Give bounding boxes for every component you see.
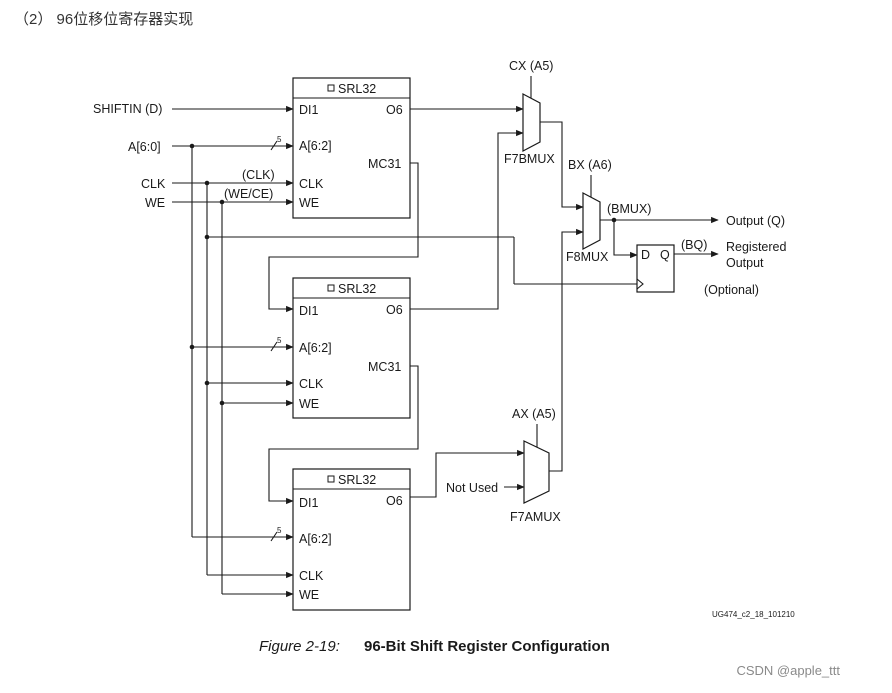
output-routes: Not Used bbox=[410, 105, 525, 498]
label-we: WE bbox=[145, 196, 165, 210]
pin-di1: DI1 bbox=[299, 103, 319, 117]
pin-mc31: MC31 bbox=[368, 157, 401, 171]
f7amux-name: F7AMUX bbox=[510, 510, 561, 524]
pin-clk: CLK bbox=[299, 177, 324, 191]
pin-mc31: MC31 bbox=[368, 360, 401, 374]
figure-code: UG474_c2_18_101210 bbox=[712, 610, 795, 619]
pin-o6: O6 bbox=[386, 103, 403, 117]
pin-di1: DI1 bbox=[299, 304, 319, 318]
bus-width-label: 5 bbox=[277, 135, 282, 144]
pin-addr: A[6:2] bbox=[299, 532, 332, 546]
mux-wires bbox=[540, 121, 719, 472]
ff-q-pin: Q bbox=[660, 248, 670, 262]
bus-width-label: 5 bbox=[277, 336, 282, 345]
f7bmux-name: F7BMUX bbox=[504, 152, 555, 166]
label-registered: Registered bbox=[726, 240, 786, 254]
pin-addr: A[6:2] bbox=[299, 341, 332, 355]
label-shiftin: SHIFTIN (D) bbox=[93, 102, 162, 116]
srl-title: SRL32 bbox=[338, 282, 376, 296]
pin-o6: O6 bbox=[386, 494, 403, 508]
ff-d-pin: D bbox=[641, 248, 650, 262]
pin-we: WE bbox=[299, 397, 319, 411]
figure-number: Figure 2-19: bbox=[259, 638, 340, 655]
section-heading: （2） 96位移位寄存器实现 bbox=[14, 11, 194, 28]
f7bmux: CX (A5) F7BMUX bbox=[504, 59, 555, 166]
srl-title-square-icon bbox=[327, 475, 335, 483]
bus-width-markers: 5 5 5 bbox=[270, 135, 282, 542]
label-bmux: (BMUX) bbox=[607, 202, 651, 216]
f8mux: BX (A6) F8MUX bbox=[566, 158, 612, 264]
srl-title: SRL32 bbox=[338, 82, 376, 96]
srl-title-square-icon bbox=[327, 284, 335, 292]
output-flip-flop: D Q bbox=[636, 244, 675, 293]
label-clk: CLK bbox=[141, 177, 166, 191]
label-output-q: Output (Q) bbox=[726, 214, 785, 228]
srl32-block-top: SRL32 DI1 A[6:2] CLK WE O6 MC31 bbox=[292, 77, 411, 219]
pin-clk: CLK bbox=[299, 377, 324, 391]
label-bq: (BQ) bbox=[681, 238, 707, 252]
pin-we: WE bbox=[299, 196, 319, 210]
pin-clk: CLK bbox=[299, 569, 324, 583]
watermark: CSDN @apple_ttt bbox=[736, 663, 840, 678]
f7amux: AX (A5) F7AMUX bbox=[510, 407, 561, 524]
label-addr: A[6:0] bbox=[128, 140, 161, 154]
pin-we: WE bbox=[299, 588, 319, 602]
label-registered-output: Output bbox=[726, 256, 764, 270]
cascade-wires bbox=[268, 162, 419, 505]
f8mux-name: F8MUX bbox=[566, 250, 609, 264]
pin-o6: O6 bbox=[386, 303, 403, 317]
pin-addr: A[6:2] bbox=[299, 139, 332, 153]
figure-title: 96-Bit Shift Register Configuration bbox=[364, 638, 610, 655]
f8mux-select-label: BX (A6) bbox=[568, 158, 612, 172]
srl32-block-middle: SRL32 DI1 A[6:2] CLK WE O6 MC31 bbox=[292, 277, 411, 419]
srl-title-square-icon bbox=[327, 84, 335, 92]
srl32-block-bottom: SRL32 DI1 A[6:2] CLK WE O6 bbox=[292, 468, 411, 611]
f7bmux-select-label: CX (A5) bbox=[509, 59, 553, 73]
bus-width-label: 5 bbox=[277, 526, 282, 535]
label-not-used: Not Used bbox=[446, 481, 498, 495]
srl-title: SRL32 bbox=[338, 473, 376, 487]
label-optional: (Optional) bbox=[704, 283, 759, 297]
pin-di1: DI1 bbox=[299, 496, 319, 510]
f7amux-select-label: AX (A5) bbox=[512, 407, 556, 421]
label-we-paren: (WE/CE) bbox=[224, 187, 273, 201]
label-clk-paren: (CLK) bbox=[242, 168, 275, 182]
